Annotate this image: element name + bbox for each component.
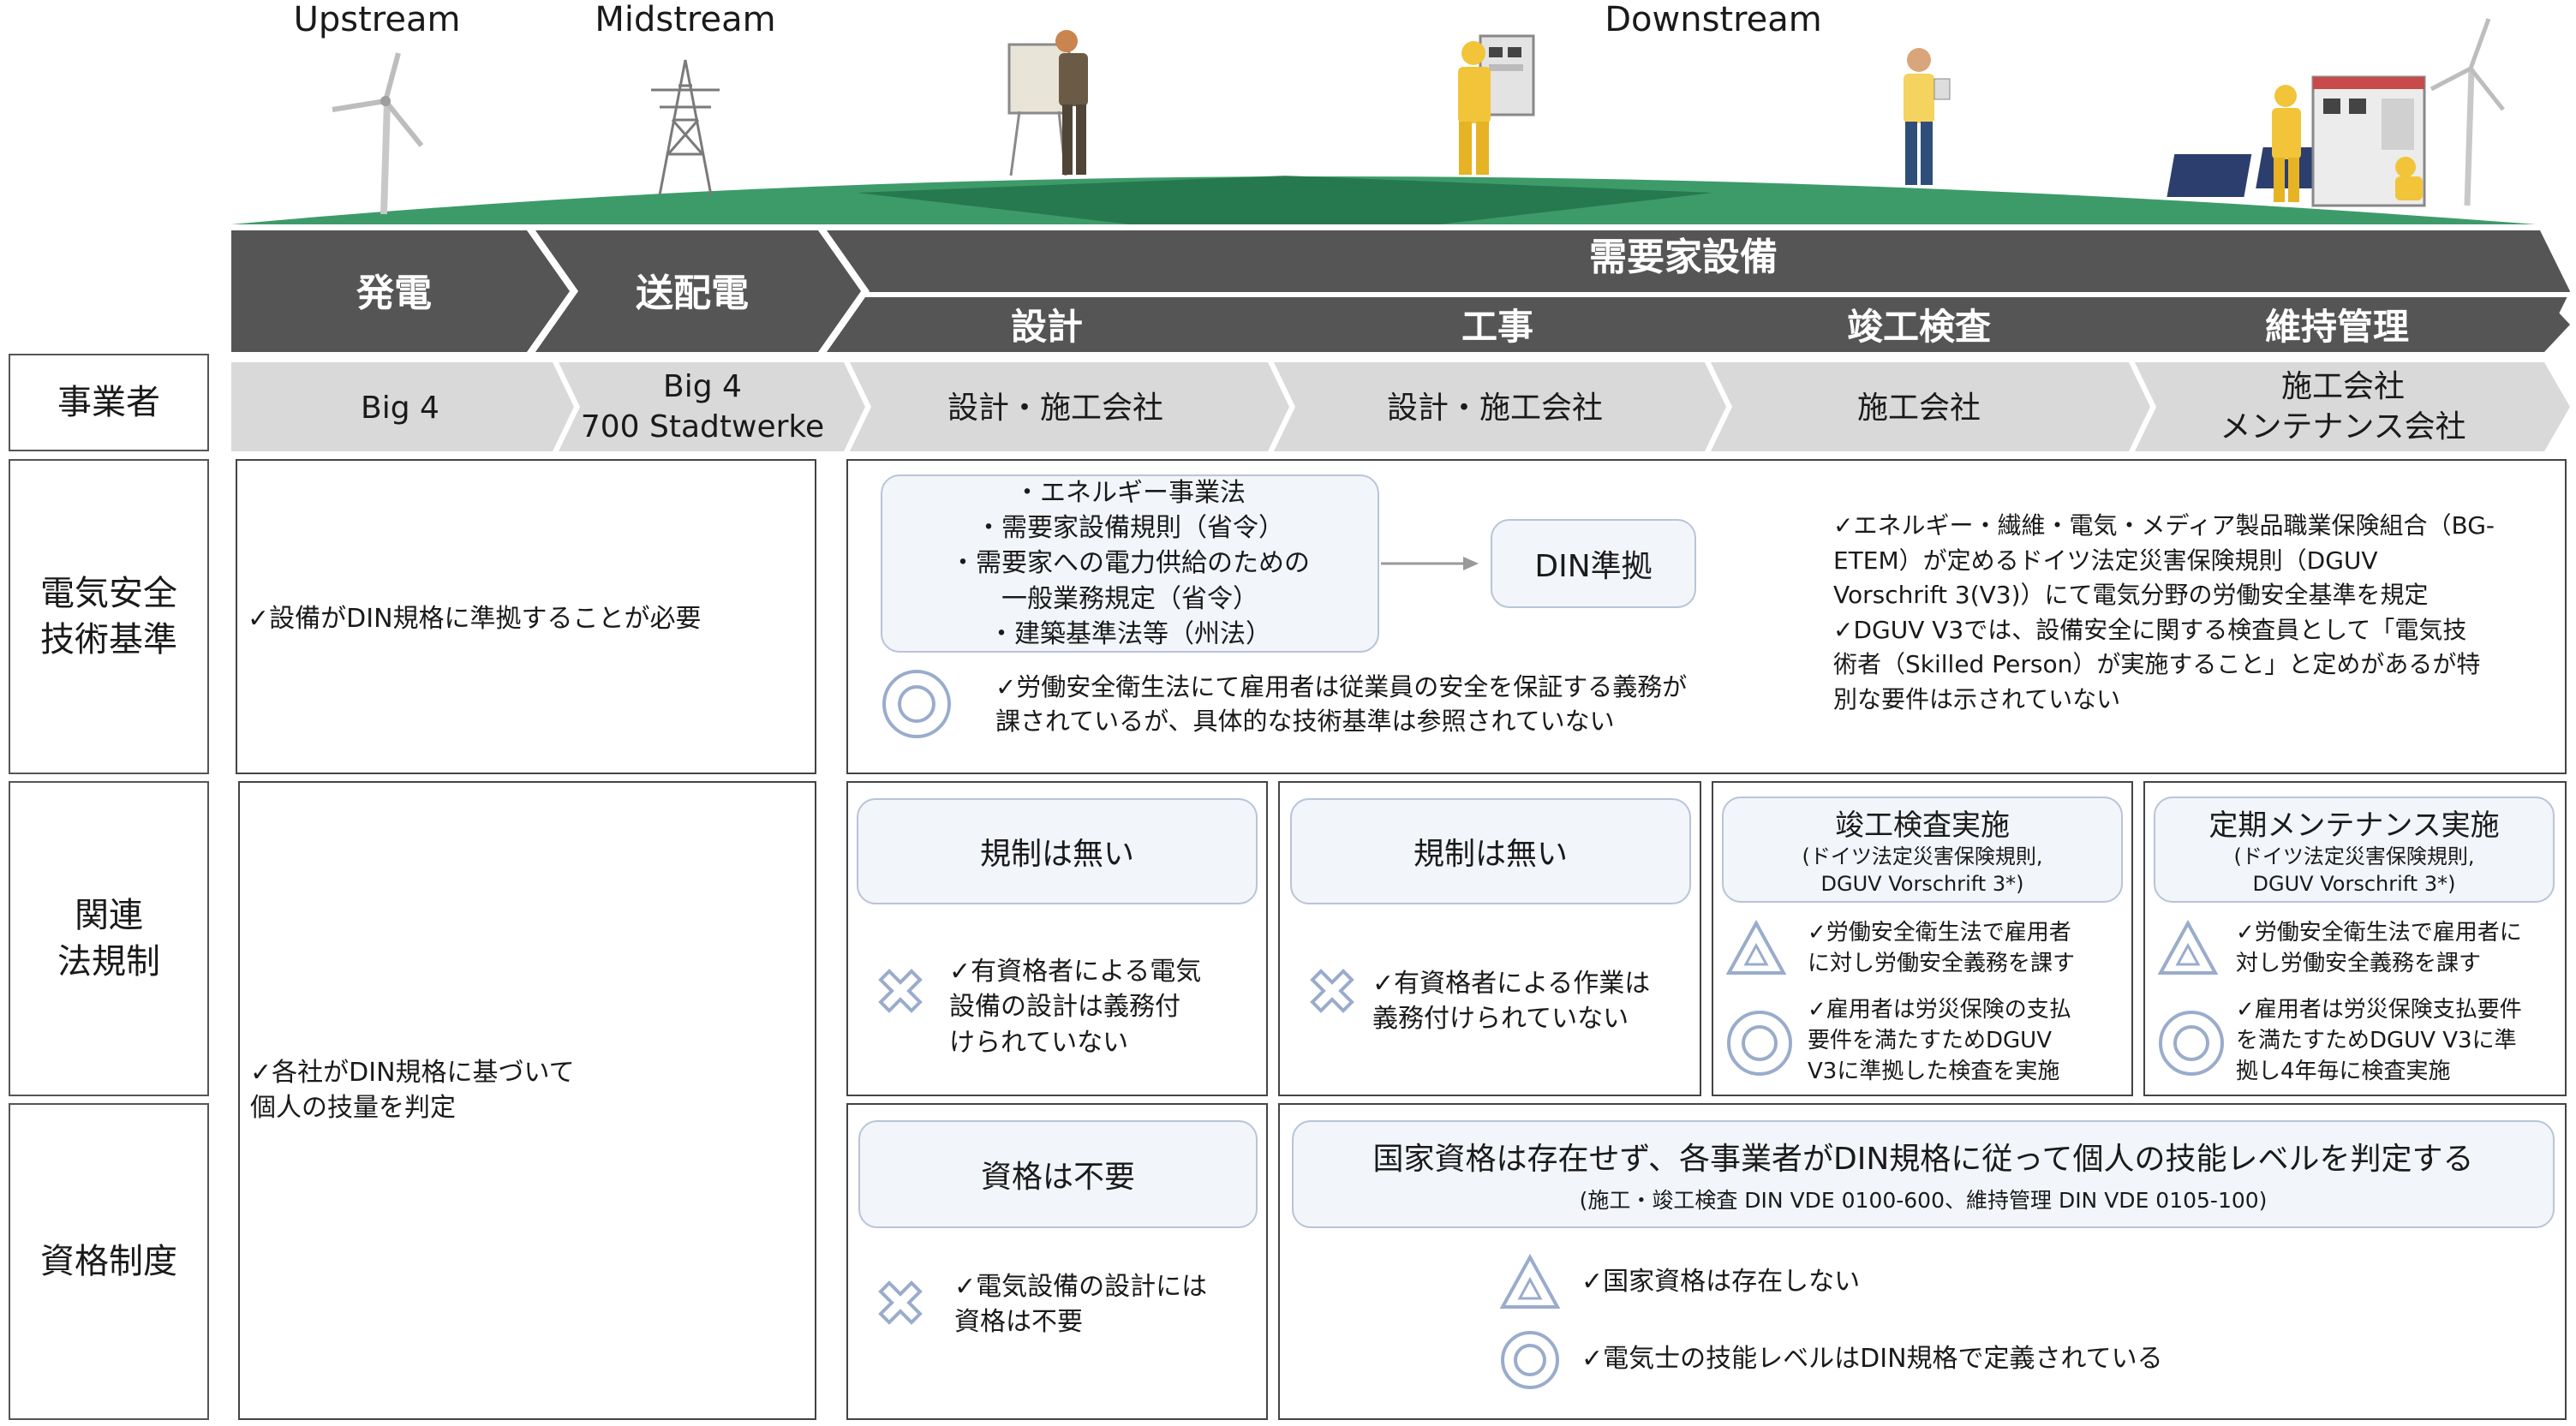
stage-construction: 工事 [1461,306,1533,348]
chevron-generation [231,230,570,352]
operator-maintenance-1: 施工会社 [2281,369,2405,404]
regulation-maintenance-panel: 定期メンテナンス実施 (ドイツ法定災害保険規則, DGUV Vorschrift… [2143,781,2567,1096]
row-label-safety-standard: 電気安全技術基準 [9,459,209,774]
inspector-worker-icon [1904,48,1951,185]
din-compliance-box: DIN準拠 [1491,519,1696,608]
maintenance-scene-icon [2167,18,2505,207]
qualification-design-note: ✓電気設備の設計には資格は不要 [954,1272,1208,1338]
designer-worker-icon [1007,30,1088,176]
operator-construction: 設計・施工会社 [1387,391,1603,426]
operator-maintenance-2: メンテナンス会社 [2220,409,2465,445]
operator-inspection: 施工会社 [1857,391,1981,426]
safety-left-panel: ✓設備がDIN規格に準拠することが必要 [236,459,816,774]
cross-icon [878,969,923,1013]
operator-transmission-2: 700 Stadtwerke [581,409,824,445]
arrow-icon [1381,557,1479,570]
regulation-left-panel: ✓各社がDIN規格に基づいて個人の技量を判定 [238,781,816,1420]
landscape-illustration [231,18,2536,224]
labor-safety-note: ✓労働安全衛生法にて雇用者は従業員の安全を保証する義務が課されているが、具体的な… [995,672,1688,737]
wind-turbine-icon [332,52,424,215]
dguv-note: ✓エネルギー・繊維・電気・メディア製品職業保険組合（BG-ETEM）が定めるドイ… [1833,511,2495,713]
regulation-inspection-note-1: ✓労働安全衛生法で雇用者に対し労働安全義務を課す [1808,920,2076,976]
operator-design: 設計・施工会社 [947,391,1163,426]
qualification-others-box: 国家資格は存在せず、各事業者がDIN規格に従って個人の技能レベルを判定する (施… [1292,1120,2555,1228]
qualification-others-panel: 国家資格は存在せず、各事業者がDIN規格に従って個人の技能レベルを判定する (施… [1278,1103,2567,1420]
regulation-inspection-panel: 竣工検査実施 (ドイツ法定災害保険規則, DGUV Vorschrift 3*)… [1712,781,2133,1096]
chevron-transmission [535,230,861,352]
upstream-label: Upstream [293,0,461,39]
cross-icon [1310,969,1354,1013]
regulation-design-panel: 規制は無い ✓有資格者による電気設備の設計は義務付けられていない [846,781,1268,1096]
qualification-note-2: ✓電気士の技能レベルはDIN規格で定義されている [1581,1344,2163,1374]
stage-consumer: 需要家設備 [1589,236,1778,279]
qualification-design-box: 資格は不要 [858,1120,1258,1228]
row-label-qualification: 資格制度 [9,1103,209,1420]
downstream-label: Downstream [1605,0,1822,39]
regulation-design-box: 規制は無い [857,798,1258,904]
double-circle-icon [1727,1011,1792,1076]
regulation-maintenance-box: 定期メンテナンス実施 (ドイツ法定災害保険規則, DGUV Vorschrift… [2154,797,2555,903]
regulation-construction-panel: 規制は無い ✓有資格者による作業は義務付けられていない [1278,781,1701,1096]
regulation-construction-note: ✓有資格者による作業は義務付けられていない [1372,969,1651,1035]
electrician-worker-icon [1458,34,1535,175]
row-label-regulation: 関連法規制 [9,781,209,1096]
cross-icon [878,1280,923,1325]
midstream-label: Midstream [595,0,776,39]
regulation-construction-box: 規制は無い [1290,798,1691,904]
double-circle-icon [882,670,951,738]
stage-inspection: 竣工検査 [1847,306,1991,348]
double-circle-icon [1501,1331,1559,1389]
safety-right-panel: ・エネルギー事業法 ・需要家設備規則（省令） ・需要家への電力供給のための 一般… [846,459,2567,774]
regulation-design-note: ✓有資格者による電気設備の設計は義務付けられていない [949,957,1202,1058]
double-circle-icon [2159,1011,2224,1076]
regulation-left-note: ✓各社がDIN規格に基づいて個人の技量を判定 [250,1058,575,1124]
laws-box: ・エネルギー事業法 ・需要家設備規則（省令） ・需要家への電力供給のための 一般… [881,474,1379,653]
triangle-icon [1499,1254,1561,1309]
regulation-maintenance-note-2: ✓雇用者は労災保険支払要件を満たすためDGUV V3に準拠し4年毎に検査実施 [2236,997,2522,1084]
row-label-operator: 事業者 [9,354,209,451]
operator-generation: Big 4 [361,391,439,426]
regulation-maintenance-note-1: ✓労働安全衛生法で雇用者に対し労働安全義務を課す [2236,920,2522,976]
qualification-design-panel: 資格は不要 ✓電気設備の設計には資格は不要 [846,1103,1268,1420]
stage-transmission: 送配電 [636,271,749,315]
operator-transmission-1: Big 4 [663,369,742,404]
regulation-inspection-box: 竣工検査実施 (ドイツ法定災害保険規則, DGUV Vorschrift 3*) [1722,797,2123,903]
stage-design: 設計 [1011,306,1083,348]
triangle-icon [1725,920,1787,975]
stage-maintenance: 維持管理 [2265,306,2409,348]
value-chain-chevrons: 発電 送配電 需要家設備 設計 工事 竣工検査 維持管理 Big 4 Big 4… [231,230,2570,451]
triangle-icon [2157,920,2219,975]
qualification-note-1: ✓国家資格は存在しない [1581,1267,1861,1297]
safety-left-note: ✓設備がDIN規格に準拠することが必要 [248,604,702,634]
stage-generation: 発電 [356,271,432,315]
transmission-tower-icon [651,59,720,196]
